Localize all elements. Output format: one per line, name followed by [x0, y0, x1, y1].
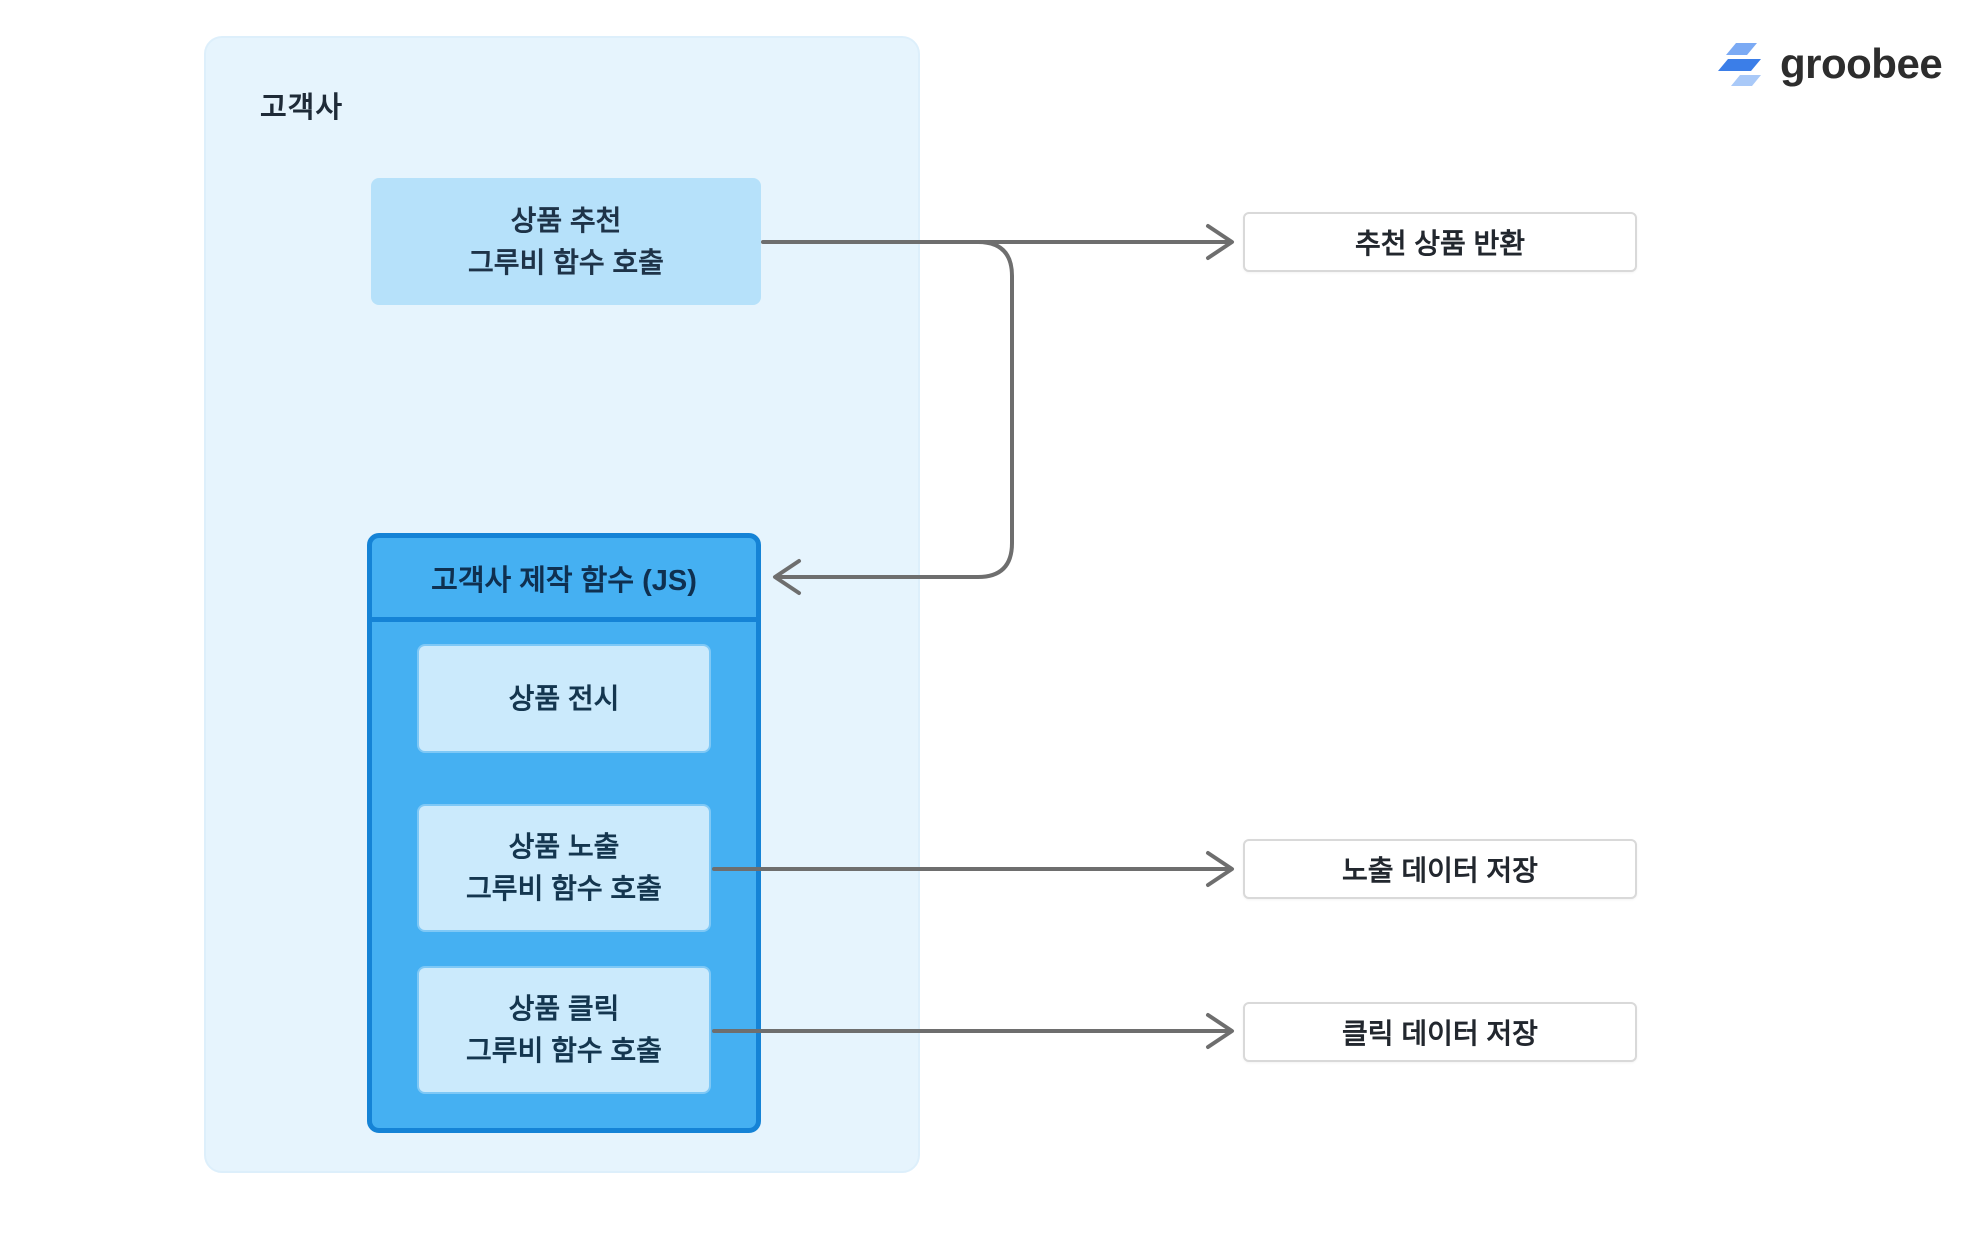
click-function-call-box: 상품 클릭 그루비 함수 호출 — [417, 966, 711, 1094]
js-function-box-title: 고객사 제작 함수 (JS) — [372, 538, 756, 622]
return-box-label: 추천 상품 반환 — [1354, 228, 1526, 259]
click-box-line-1: 상품 클릭 — [508, 993, 620, 1024]
return-recommended-products-box: 추천 상품 반환 — [1243, 212, 1637, 272]
save-exposure-data-box: 노출 데이터 저장 — [1243, 839, 1637, 899]
exposure-box-line-1: 상품 노출 — [508, 831, 620, 862]
exposure-save-label: 노출 데이터 저장 — [1342, 855, 1538, 886]
product-display-line-1: 상품 전시 — [508, 682, 620, 714]
groobee-logo-icon — [1718, 43, 1761, 86]
groobee-logo: groobee — [1716, 38, 1943, 90]
click-box-line-2: 그루비 함수 호출 — [466, 1035, 662, 1066]
arrowhead-click-to-save — [1206, 1013, 1234, 1049]
recommend-function-call-box: 상품 추천 그루비 함수 호출 — [371, 178, 761, 305]
click-save-label: 클릭 데이터 저장 — [1342, 1018, 1538, 1049]
arrowhead-exposure-to-save — [1206, 851, 1234, 887]
save-click-data-box: 클릭 데이터 저장 — [1243, 1002, 1637, 1062]
js-function-box: 고객사 제작 함수 (JS) 상품 전시 상품 노출 그루비 함수 호출 상품 … — [367, 533, 761, 1133]
customer-label: 고객사 — [260, 92, 344, 124]
recommend-box-line-1: 상품 추천 — [510, 204, 622, 236]
arrowhead-recommend-to-return — [1206, 224, 1234, 260]
exposure-box-line-2: 그루비 함수 호출 — [466, 873, 662, 904]
groobee-logo-text: groobee — [1780, 40, 1943, 87]
recommend-box-line-2: 그루비 함수 호출 — [468, 246, 664, 278]
exposure-function-call-box: 상품 노출 그루비 함수 호출 — [417, 804, 711, 932]
product-display-box: 상품 전시 — [417, 644, 711, 753]
